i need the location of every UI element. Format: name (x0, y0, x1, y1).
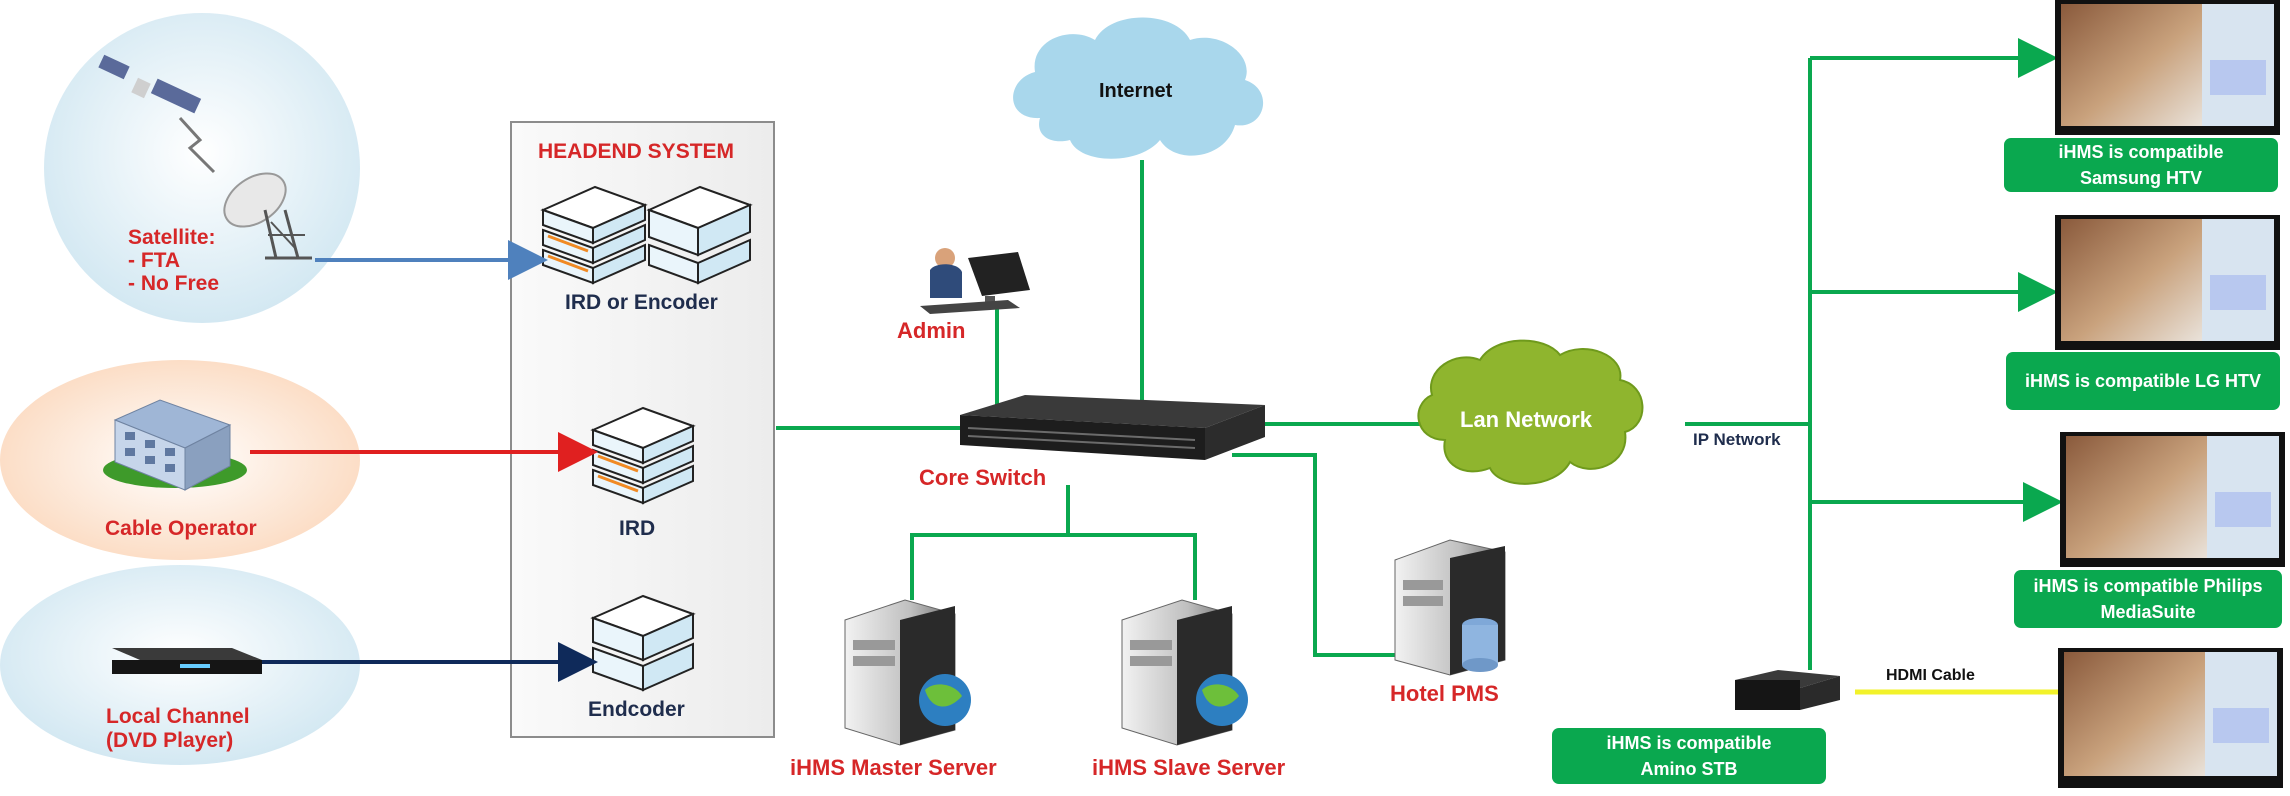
internet-cloud (1013, 17, 1264, 159)
tv-amino-icon (2058, 648, 2283, 788)
core-switch-icon (960, 395, 1265, 460)
admin-pc-icon (920, 248, 1030, 314)
encoder-stack-icon (590, 594, 696, 692)
tv-feeds (1810, 38, 2063, 522)
slave-server-label: iHMS Slave Server (1092, 755, 1286, 780)
satellite-icon (98, 54, 216, 174)
pms-server-icon (1394, 539, 1506, 676)
tv-samsung-icon (2055, 0, 2280, 135)
satellite-bubble (44, 13, 360, 323)
ip-network-label: IP Network (1693, 430, 1781, 449)
ird-encoder-label: IRD or Encoder (565, 291, 718, 314)
hotel-pms-label: Hotel PMS (1390, 681, 1499, 706)
building-icon (103, 399, 247, 491)
network-links (776, 58, 1812, 670)
lan-cloud (1417, 339, 1644, 485)
master-server-icon (844, 599, 971, 746)
lg-compat-badge: iHMS is compatible LG HTV (2006, 352, 2280, 410)
admin-label: Admin (897, 318, 966, 343)
ird-label: IRD (619, 517, 656, 540)
satellite-label: Satellite: - FTA - No Free (128, 226, 220, 295)
headend-title: HEADEND SYSTEM (538, 140, 735, 163)
local-channel-label: Local Channel (DVD Player) (106, 705, 250, 752)
satellite-dish-icon (223, 172, 312, 260)
dvd-player-icon (112, 648, 262, 674)
slave-server-icon (1121, 599, 1248, 746)
cable-operator-label: Cable Operator (105, 517, 257, 540)
encoder-label: Endcoder (588, 698, 685, 721)
lan-network-label: Lan Network (1460, 407, 1593, 432)
tv-lg-icon (2055, 215, 2280, 350)
ird-encoder-stack-icon (540, 185, 753, 285)
internet-label: Internet (1099, 80, 1173, 102)
amino-stb-icon (1735, 670, 1840, 710)
tv-philips-icon (2060, 432, 2285, 567)
ird-stack-icon (590, 406, 696, 505)
core-switch-label: Core Switch (919, 465, 1047, 490)
master-server-label: iHMS Master Server (790, 755, 997, 780)
hdmi-cable-label: HDMI Cable (1886, 667, 1975, 684)
